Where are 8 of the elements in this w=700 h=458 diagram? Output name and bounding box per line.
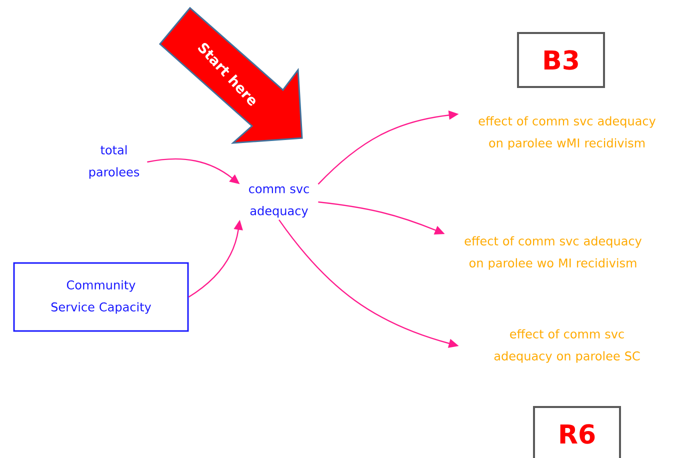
loop-label-box: B3 — [517, 32, 605, 88]
variable-label: effect of comm svc adequacy on parolee wo MI recidivism — [464, 236, 642, 270]
variable-label: effect of comm svc adequacy on parolee wMI recidivism — [478, 116, 656, 150]
variable-label: effect of comm svc adequacy on parolee SC — [494, 329, 640, 363]
loop-label-box: R6 — [533, 406, 621, 458]
variable-label: comm svc adequacy — [249, 186, 309, 218]
stock-box: Community Service Capacity — [13, 262, 189, 332]
variable-label: total parolees — [89, 145, 140, 179]
